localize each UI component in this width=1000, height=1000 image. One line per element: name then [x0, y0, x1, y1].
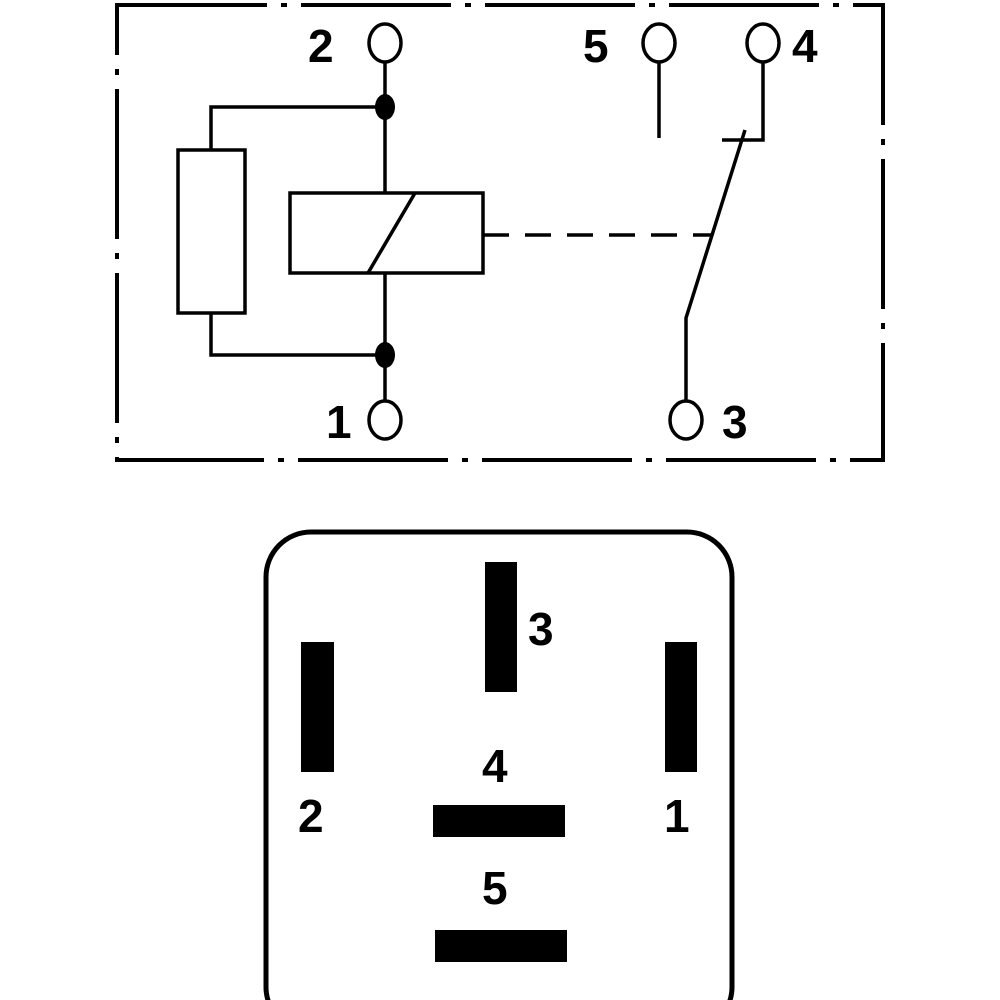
pin-1-label: 1 [664, 790, 690, 842]
terminal-2-label: 2 [308, 20, 334, 72]
terminal-1-circle [367, 399, 403, 441]
pin-4 [433, 805, 565, 837]
pin-4-label: 4 [482, 740, 508, 792]
wire [209, 313, 385, 357]
terminal-3-label: 3 [722, 396, 748, 448]
contact-no [722, 62, 765, 142]
terminal-2-circle [367, 22, 403, 64]
terminal-4-label: 4 [792, 20, 818, 72]
pin-2 [301, 642, 334, 772]
pin-5-label: 5 [482, 862, 508, 914]
pin-1 [665, 642, 697, 772]
terminal-3-circle [668, 399, 704, 441]
pin-2-label: 2 [298, 790, 324, 842]
relay-coil [288, 191, 485, 275]
pin-5 [435, 930, 567, 962]
suppression-resistor [176, 148, 247, 315]
pin-3-label: 3 [528, 603, 554, 655]
terminal-5-circle [641, 22, 677, 64]
switch-arm [684, 129, 747, 401]
wire [209, 105, 385, 150]
terminal-1-label: 1 [326, 396, 352, 448]
relay-base-outline [263, 529, 735, 1000]
terminal-5-label: 5 [583, 20, 609, 72]
terminal-4-circle [745, 22, 781, 64]
schematic: 2 1 5 4 3 [115, 3, 885, 462]
housing-border [115, 3, 885, 462]
coil-diagonal [366, 192, 417, 274]
pin-3 [485, 562, 517, 692]
pinout: 3 2 1 4 5 [263, 529, 735, 1000]
